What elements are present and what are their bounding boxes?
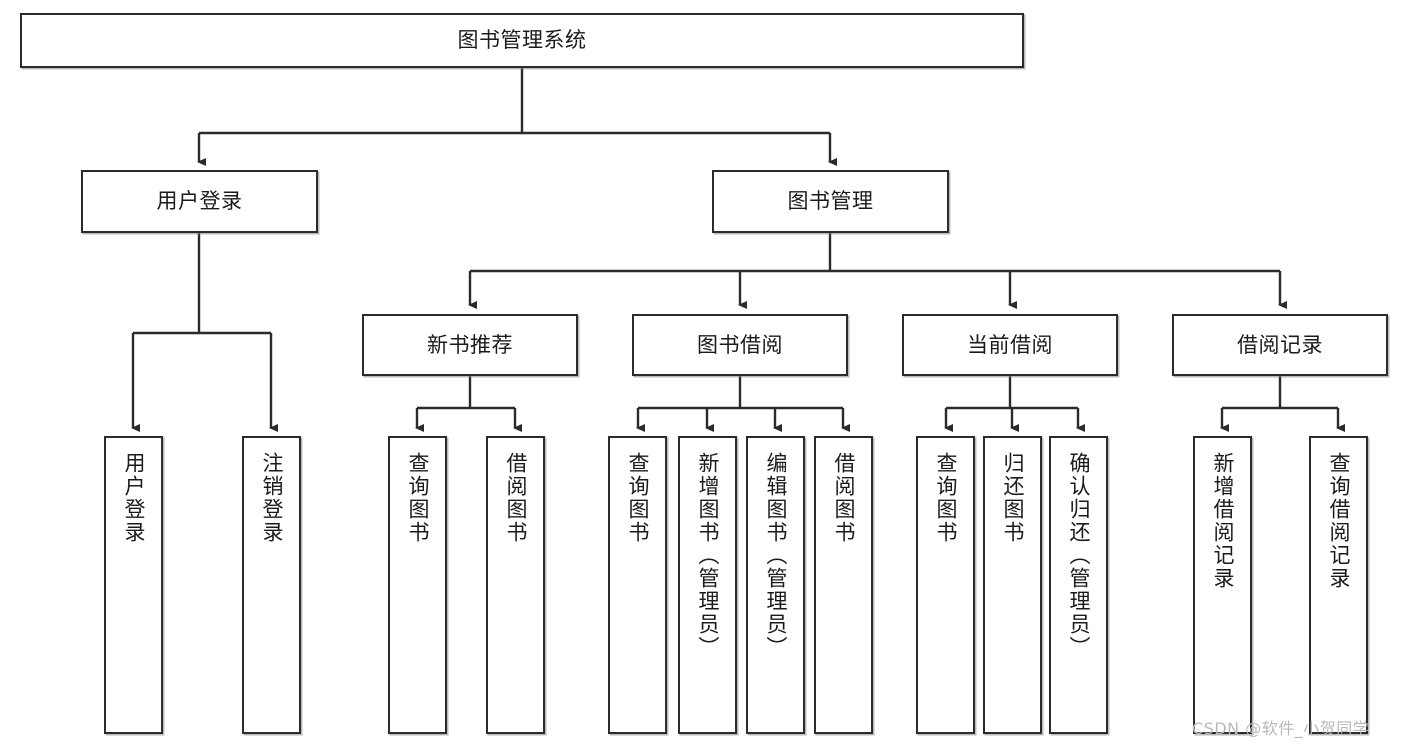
- leaf-search-book-recommend[interactable]: 查询图书: [388, 436, 447, 734]
- node-label: 注销登录: [260, 452, 284, 544]
- leaf-edit-book-admin[interactable]: 编辑图书（管理员）: [746, 436, 805, 734]
- node-label: 确认归还（管理员）: [1067, 452, 1091, 659]
- node-label: 查询借阅记录: [1327, 452, 1351, 590]
- leaf-search-borrow-record[interactable]: 查询借阅记录: [1309, 436, 1368, 734]
- leaf-borrow-book-recommend[interactable]: 借阅图书: [486, 436, 545, 734]
- node-label: 图书管理: [787, 189, 874, 214]
- node-label: 用户登录: [156, 189, 243, 214]
- node-user-login[interactable]: 用户登录: [81, 170, 318, 233]
- leaf-search-book-current[interactable]: 查询图书: [916, 436, 975, 734]
- node-label: 查询图书: [406, 452, 430, 544]
- leaf-borrow-book[interactable]: 借阅图书: [814, 436, 873, 734]
- node-label: 新书推荐: [427, 332, 513, 357]
- node-label: 当前借阅: [967, 332, 1053, 357]
- csdn-watermark: CSDN @软件_小贺同学: [1192, 719, 1370, 738]
- node-borrow-record[interactable]: 借阅记录: [1172, 314, 1388, 376]
- leaf-user-login[interactable]: 用户登录: [104, 436, 163, 734]
- node-label: 编辑图书（管理员）: [764, 452, 788, 659]
- node-label: 借阅图书: [832, 452, 856, 544]
- node-label: 查询图书: [626, 452, 650, 544]
- node-label: 借阅记录: [1237, 332, 1323, 357]
- node-label: 借阅图书: [504, 452, 528, 544]
- leaf-add-book-admin[interactable]: 新增图书（管理员）: [678, 436, 737, 734]
- leaf-logout[interactable]: 注销登录: [242, 436, 301, 734]
- node-new-book-recommend[interactable]: 新书推荐: [362, 314, 578, 376]
- node-book-management[interactable]: 图书管理: [712, 170, 949, 233]
- leaf-confirm-return-admin[interactable]: 确认归还（管理员）: [1049, 436, 1108, 734]
- node-label: 查询图书: [934, 452, 958, 544]
- node-book-borrow[interactable]: 图书借阅: [632, 314, 848, 376]
- node-label: 用户登录: [122, 452, 146, 544]
- node-label: 图书借阅: [697, 332, 783, 357]
- node-label: 新增图书（管理员）: [696, 452, 720, 659]
- node-root[interactable]: 图书管理系统: [20, 13, 1024, 68]
- leaf-return-book[interactable]: 归还图书: [983, 436, 1042, 734]
- node-label: 归还图书: [1001, 452, 1025, 544]
- leaf-search-book[interactable]: 查询图书: [608, 436, 667, 734]
- node-current-borrow[interactable]: 当前借阅: [902, 314, 1118, 376]
- node-label: 新增借阅记录: [1211, 452, 1235, 590]
- leaf-add-borrow-record[interactable]: 新增借阅记录: [1193, 436, 1252, 734]
- node-label: 图书管理系统: [457, 28, 587, 53]
